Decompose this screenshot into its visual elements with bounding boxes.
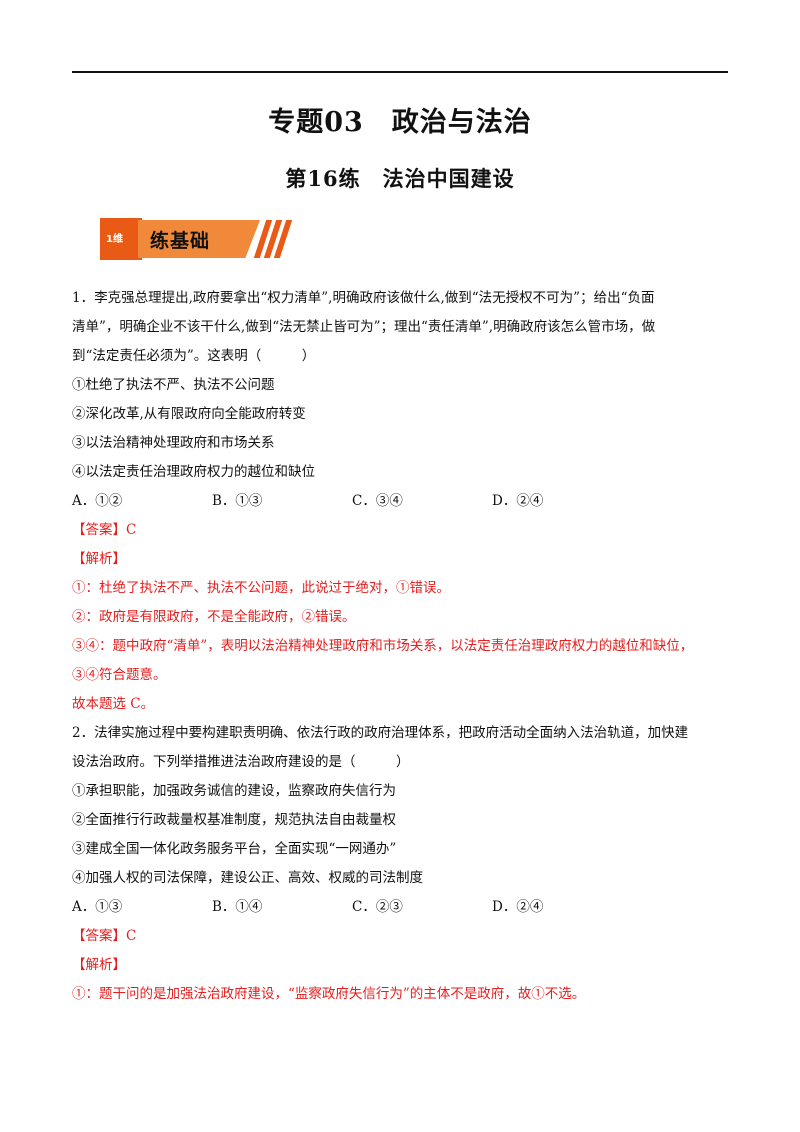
question-item: ④加强人权的司法保障，建设公正、高效、权威的司法制度 bbox=[72, 870, 423, 886]
question-item: ①承担职能，加强政务诚信的建设，监察政府失信行为 bbox=[72, 783, 396, 799]
option-d: D．②④ bbox=[492, 493, 544, 509]
question-item: ②全面推行行政裁量权基准制度，规范执法自由裁量权 bbox=[72, 812, 396, 828]
document-body: 1．李克强总理提出,政府要拿出“权力清单”,明确政府该做什么,做到“法无授权不可… bbox=[72, 284, 734, 1009]
option-b: B．①④ bbox=[212, 899, 263, 915]
option-a: A．①③ bbox=[72, 899, 123, 915]
question-1: 1．李克强总理提出,政府要拿出“权力清单”,明确政府该做什么,做到“法无授权不可… bbox=[72, 284, 734, 719]
question-stem-line: 2．法律实施过程中要构建职责明确、依法行政的政府治理体系，把政府活动全面纳入法治… bbox=[72, 725, 689, 741]
page-subtitle: 第16练 法治中国建设 bbox=[285, 166, 515, 191]
question-item: ④以法定责任治理政府权力的越位和缺位 bbox=[72, 464, 315, 480]
page-title: 专题03 政治与法治 bbox=[268, 107, 532, 138]
option-c: C．③④ bbox=[352, 493, 403, 509]
answer-options: A．①② B．①③ C．③④ D．②④ bbox=[72, 487, 734, 516]
analysis-line: ③④：题中政府“清单”，表明以法治精神处理政府和市场关系，以法定责任治理政府权力… bbox=[72, 638, 694, 654]
option-d: D．②④ bbox=[492, 899, 544, 915]
answer-value: C bbox=[126, 928, 137, 944]
top-rule bbox=[72, 71, 728, 73]
answer-value: C bbox=[126, 522, 137, 538]
banner-main-block bbox=[138, 220, 260, 258]
answer-label: 【答案】 bbox=[72, 522, 126, 538]
question-item: ③以法治精神处理政府和市场关系 bbox=[72, 435, 275, 451]
question-stem-line: 设法治政府。下列举措推进法治政府建设的是（ ） bbox=[72, 754, 410, 770]
analysis-line: ①：杜绝了执法不严、执法不公问题，此说过于绝对，①错误。 bbox=[72, 580, 450, 596]
banner-label: 练基础 bbox=[150, 230, 211, 252]
analysis-line: ②：政府是有限政府，不是全能政府，②错误。 bbox=[72, 609, 356, 625]
question-stem-line: 到“法定责任必须为”。这表明（ ） bbox=[72, 348, 316, 364]
option-c: C．②③ bbox=[352, 899, 403, 915]
banner-lead-block bbox=[100, 218, 142, 260]
analysis-conclusion: 故本题选 C。 bbox=[72, 696, 155, 712]
answer-line: 【答案】C bbox=[72, 922, 734, 951]
question-stem-line: 1．李克强总理提出,政府要拿出“权力清单”,明确政府该做什么,做到“法无授权不可… bbox=[72, 290, 655, 306]
answer-options: A．①③ B．①④ C．②③ D．②④ bbox=[72, 893, 734, 922]
option-a: A．①② bbox=[72, 493, 123, 509]
analysis-label: 【解析】 bbox=[72, 957, 126, 973]
question-item: ②深化改革,从有限政府向全能政府转变 bbox=[72, 406, 306, 422]
question-2: 2．法律实施过程中要构建职责明确、依法行政的政府治理体系，把政府活动全面纳入法治… bbox=[72, 719, 734, 1009]
answer-label: 【答案】 bbox=[72, 928, 126, 944]
option-b: B．①③ bbox=[212, 493, 263, 509]
section-banner: 1维 练基础 bbox=[100, 214, 293, 264]
question-item: ①杜绝了执法不严、执法不公问题 bbox=[72, 377, 275, 393]
analysis-label: 【解析】 bbox=[72, 551, 126, 567]
question-stem-line: 清单”，明确企业不该干什么,做到“法无禁止皆可为”；理出“责任清单”,明确政府该… bbox=[72, 319, 656, 335]
question-item: ③建成全国一体化政务服务平台，全面实现“一网通办” bbox=[72, 841, 397, 857]
answer-line: 【答案】C bbox=[72, 516, 734, 545]
analysis-line: ①：题干问的是加强法治政府建设，“监察政府失信行为”的主体不是政府，故①不选。 bbox=[72, 986, 586, 1002]
banner-lead-text: 1维 bbox=[106, 234, 123, 245]
analysis-line: ③④符合题意。 bbox=[72, 667, 167, 683]
